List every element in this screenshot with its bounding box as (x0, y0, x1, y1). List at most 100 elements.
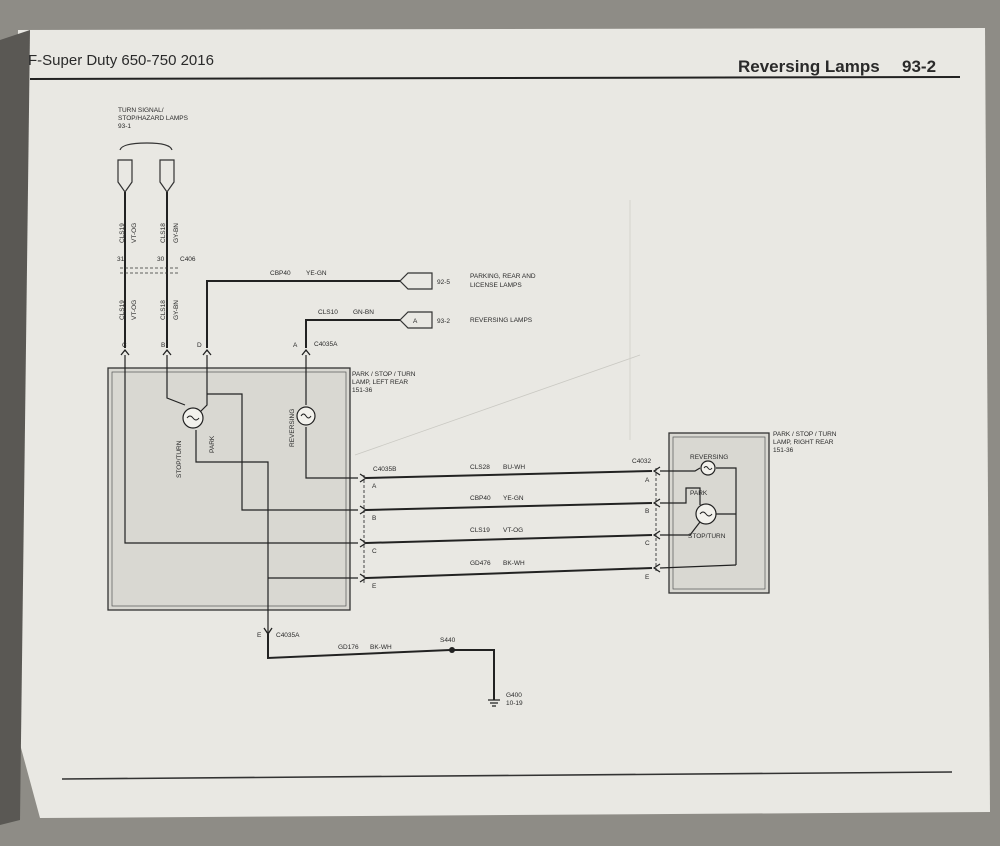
pin-right: 30 (157, 256, 165, 263)
right-lamp-wire-b (660, 487, 701, 505)
wire-right-color: GY-BN (173, 223, 180, 243)
c4032-pin-e: E (645, 574, 650, 581)
wire-cbp40-output (206, 280, 400, 348)
c4035b-pin-e: E (372, 583, 377, 590)
output-1-color: YE-GN (306, 270, 327, 277)
source-label-line1: TURN SIGNAL/ (118, 107, 164, 114)
cross-wire-cbp40 (365, 502, 653, 511)
cross-wire-cls28 (365, 470, 653, 479)
left-bulb-label-reversing: REVERSING (289, 409, 296, 447)
cross-wire-gd476 (365, 567, 653, 579)
cross-wire-4-color: BK-WH (503, 560, 525, 567)
c4032-pin-c: C (645, 540, 650, 547)
cross-wire-4-circuit: GD476 (470, 560, 491, 567)
left-lamp-pin-d: D (197, 342, 202, 349)
output-2-circuit: CLS10 (318, 309, 338, 316)
right-lamp-wire-e (659, 564, 737, 569)
output-2-color: GN-BN (353, 309, 374, 316)
cross-wire-2-color: YE-GN (503, 495, 524, 502)
splice-s440-dot (449, 647, 455, 653)
right-lamp-housing-inner (672, 436, 766, 590)
cross-wire-cls19 (365, 534, 653, 544)
right-lamp-ref: 151-36 (773, 447, 794, 454)
right-lamp-ground-bus (716, 467, 737, 565)
right-lamp-title-line1: PARK / STOP / TURN (773, 431, 837, 438)
left-lamp-wire-park (207, 393, 358, 511)
wire-left-circuit-lower: CLS19 (119, 300, 126, 320)
ground-color: BK-WH (370, 644, 392, 651)
right-lamp-wire-a (660, 467, 701, 472)
c4032-pin-a: A (645, 477, 650, 484)
left-lamp-connector-top: C4035A (314, 341, 338, 348)
wire-left-color: VT-OG (131, 223, 138, 243)
left-lamp-wire-b (166, 355, 186, 406)
source-bracket (119, 142, 173, 151)
connector-c406: C406 (180, 256, 196, 263)
header-rule (29, 76, 961, 80)
left-bulb-label-park: PARK (209, 435, 216, 453)
output-2-pin: A (413, 318, 418, 325)
source-plug-right (159, 159, 175, 194)
cross-wire-3-color: VT-OG (503, 527, 523, 534)
ground-circuit: GD176 (338, 644, 359, 651)
faint-guide-line-1 (354, 354, 641, 456)
wire-right-circuit-lower: CLS18 (160, 300, 167, 320)
wire-right-color-lower: GY-BN (173, 300, 180, 320)
cross-wire-1-circuit: CLS28 (470, 464, 490, 471)
connector-c4032: C4032 (632, 458, 652, 465)
connector-c4035b: C4035B (373, 466, 397, 473)
right-lamp-wire-c (660, 521, 701, 536)
wire-right-circuit: CLS18 (160, 223, 167, 243)
connector-c4032-chevrons (652, 466, 661, 573)
output-1-circuit: CBP40 (270, 270, 291, 277)
left-lamp-pin-b: B (161, 342, 165, 349)
left-lamp-wire-reversing (305, 427, 358, 479)
right-bulb-label-reversing: REVERSING (690, 454, 728, 461)
left-lamp-ref: 151-36 (352, 387, 373, 394)
left-lamp-pin-a: A (293, 342, 298, 349)
ground-id: G400 (506, 692, 522, 699)
left-lamp-ground-bus (195, 430, 269, 640)
left-reversing-filament-icon (300, 413, 312, 419)
c4035b-pin-b: B (372, 515, 376, 522)
left-lamp-housing-inner (111, 371, 347, 607)
c4035b-pin-a: A (372, 483, 377, 490)
output-1-label-line2: LICENSE LAMPS (470, 282, 522, 289)
output-1-ref: 92-5 (437, 279, 450, 286)
c4032-pin-b: B (645, 508, 649, 515)
page-number: 93-2 (902, 57, 936, 76)
output-1-label-line1: PARKING, REAR AND (470, 273, 536, 280)
ground-connector: C4035A (276, 632, 300, 639)
left-lamp-title-line2: LAMP, LEFT REAR (352, 379, 408, 386)
section-title: Reversing Lamps (738, 57, 880, 76)
source-label-line2: STOP/HAZARD LAMPS (118, 115, 189, 122)
output-2-ref: 93-2 (437, 318, 450, 325)
source-plug-left (117, 159, 133, 194)
wire-left-circuit: CLS19 (119, 223, 126, 243)
output-plug-parking (399, 272, 433, 290)
ground-pin: E (257, 632, 262, 639)
left-lamp-title-line1: PARK / STOP / TURN (352, 371, 416, 378)
right-lamp-title-line2: LAMP, RIGHT REAR (773, 439, 834, 446)
right-bulb-label-stop-turn: STOP/TURN (688, 533, 726, 540)
right-bulb-filament-icon (699, 511, 713, 517)
cross-wire-3-circuit: CLS19 (470, 527, 490, 534)
ground-symbol-icon (488, 699, 500, 707)
splice-s440-label: S440 (440, 637, 456, 644)
cross-wire-1-color: BU-WH (503, 464, 525, 471)
c4035b-pin-c: C (372, 548, 377, 555)
source-ref: 93-1 (118, 123, 131, 130)
left-bulb-label-stop-turn: STOP/TURN (176, 440, 183, 478)
binding-edge (0, 30, 30, 825)
left-lamp-wire-d (199, 355, 208, 413)
left-lamp-wire-c (124, 355, 358, 544)
output-plug-reversing (399, 311, 433, 329)
wire-cls10-output (305, 319, 400, 348)
pin-left: 31 (117, 256, 125, 263)
footer-rule (61, 771, 953, 780)
ground-ref: 10-19 (506, 700, 523, 707)
output-2-label: REVERSING LAMPS (470, 317, 533, 324)
cross-wire-2-circuit: CBP40 (470, 495, 491, 502)
